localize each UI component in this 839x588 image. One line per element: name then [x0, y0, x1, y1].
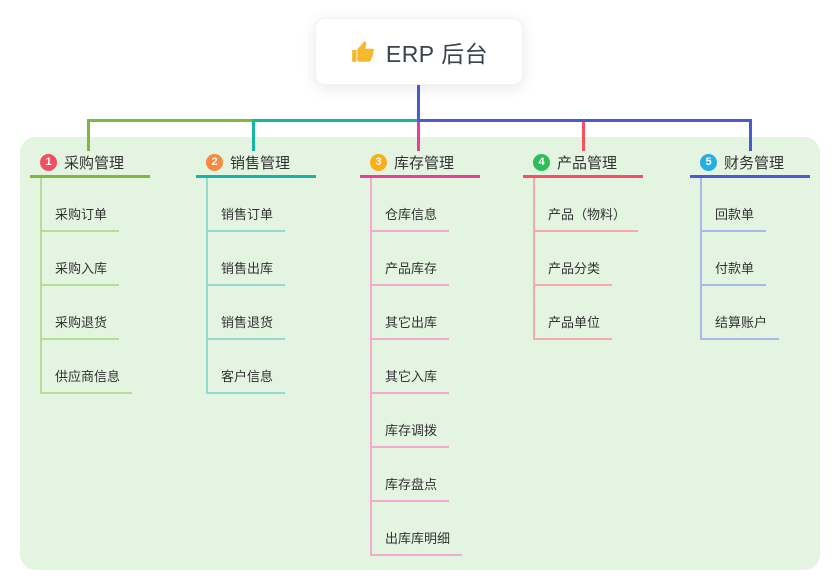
branch-label: 库存管理	[394, 155, 455, 172]
branch-item: 采购订单	[42, 178, 132, 232]
drop-line-3	[417, 122, 420, 151]
branch-item: 销售订单	[208, 178, 286, 232]
branch-item-label[interactable]: 付款单	[702, 258, 767, 286]
branch-item-label[interactable]: 采购入库	[42, 258, 120, 286]
branch-item: 供应商信息	[42, 340, 133, 394]
branch-item: 采购退货	[42, 286, 132, 340]
drop-line-1	[87, 119, 90, 151]
drop-line-5	[749, 119, 752, 151]
branch-财务管理: 5 财务管理回款单付款单结算账户	[690, 150, 810, 340]
branch-item: 销售退货	[208, 286, 286, 340]
branch-采购管理: 1 采购管理采购订单采购入库采购退货供应商信息	[30, 150, 150, 394]
drop-line-2	[252, 119, 255, 151]
branch-title-产品管理[interactable]: 4 产品管理	[523, 150, 643, 178]
branch-item-label[interactable]: 出库库明细	[372, 528, 463, 556]
branch-item-label[interactable]: 产品单位	[535, 312, 613, 340]
branch-item: 销售出库	[208, 232, 286, 286]
branch-item-label[interactable]: 产品（物料）	[535, 204, 639, 232]
branch-item-label[interactable]: 客户信息	[208, 366, 286, 394]
branch-item: 回款单	[702, 178, 779, 232]
branches-panel	[20, 137, 820, 570]
branch-item: 客户信息	[208, 340, 286, 394]
branch-item: 库存盘点	[372, 448, 462, 502]
branch-item-label[interactable]: 回款单	[702, 204, 767, 232]
branch-item-label[interactable]: 产品分类	[535, 258, 613, 286]
branch-item: 产品分类	[535, 232, 638, 286]
root-title: ERP 后台	[385, 40, 489, 67]
branch-item-label[interactable]: 其它入库	[372, 366, 450, 394]
branch-item: 产品单位	[535, 286, 638, 340]
branch-item: 库存调拨	[372, 394, 462, 448]
branch-item: 出库库明细	[372, 502, 463, 556]
branch-item: 仓库信息	[372, 178, 462, 232]
branch-item-label[interactable]: 销售退货	[208, 312, 286, 340]
branch-number-badge: 2	[206, 154, 223, 171]
branch-number-badge: 1	[40, 154, 57, 171]
branch-label: 财务管理	[724, 155, 785, 172]
branch-label: 产品管理	[557, 155, 618, 172]
branch-item-label[interactable]: 其它出库	[372, 312, 450, 340]
root-node[interactable]: ERP 后台	[315, 18, 523, 85]
root-connector-line	[417, 85, 420, 119]
branch-库存管理: 3 库存管理仓库信息产品库存其它出库其它入库库存调拨库存盘点出库库明细	[360, 150, 480, 556]
branch-item-label[interactable]: 库存调拨	[372, 420, 450, 448]
branch-item: 采购入库	[42, 232, 132, 286]
branch-item: 结算账户	[702, 286, 780, 340]
branch-item-label[interactable]: 销售订单	[208, 204, 286, 232]
branch-label: 销售管理	[230, 155, 291, 172]
branch-item-label[interactable]: 供应商信息	[42, 366, 133, 394]
branch-title-销售管理[interactable]: 2 销售管理	[196, 150, 316, 178]
branch-item-label[interactable]: 仓库信息	[372, 204, 450, 232]
branch-item: 其它出库	[372, 286, 462, 340]
branch-item-label[interactable]: 销售出库	[208, 258, 286, 286]
branch-item: 其它入库	[372, 340, 462, 394]
branch-item-list: 仓库信息产品库存其它出库其它入库库存调拨库存盘点出库库明细	[370, 178, 463, 556]
bus-segment-right	[417, 119, 752, 122]
branch-item-list: 销售订单销售出库销售退货客户信息	[206, 178, 286, 394]
branch-title-采购管理[interactable]: 1 采购管理	[30, 150, 150, 178]
branch-title-库存管理[interactable]: 3 库存管理	[360, 150, 480, 178]
branch-item-label[interactable]: 产品库存	[372, 258, 450, 286]
thumbs-up-icon	[350, 39, 376, 65]
branch-item-label[interactable]: 采购订单	[42, 204, 120, 232]
branch-number-badge: 5	[700, 154, 717, 171]
branch-item: 产品（物料）	[535, 178, 639, 232]
branch-销售管理: 2 销售管理销售订单销售出库销售退货客户信息	[196, 150, 316, 394]
drop-line-4	[582, 122, 585, 151]
branch-item: 付款单	[702, 232, 779, 286]
branch-item-label[interactable]: 结算账户	[702, 312, 780, 340]
branch-title-财务管理[interactable]: 5 财务管理	[690, 150, 810, 178]
branch-item-list: 产品（物料） 产品分类产品单位	[533, 178, 639, 340]
branch-产品管理: 4 产品管理产品（物料） 产品分类产品单位	[523, 150, 643, 340]
bus-segment-left	[87, 119, 252, 122]
branch-item-label[interactable]: 库存盘点	[372, 474, 450, 502]
branch-item-list: 回款单付款单结算账户	[700, 178, 780, 340]
branch-item: 产品库存	[372, 232, 462, 286]
branch-item-label[interactable]: 采购退货	[42, 312, 120, 340]
branch-label: 采购管理	[64, 155, 125, 172]
branch-number-badge: 3	[370, 154, 387, 171]
branch-number-badge: 4	[533, 154, 550, 171]
branch-item-list: 采购订单采购入库采购退货供应商信息	[40, 178, 133, 394]
bus-segment-middle	[252, 119, 420, 122]
